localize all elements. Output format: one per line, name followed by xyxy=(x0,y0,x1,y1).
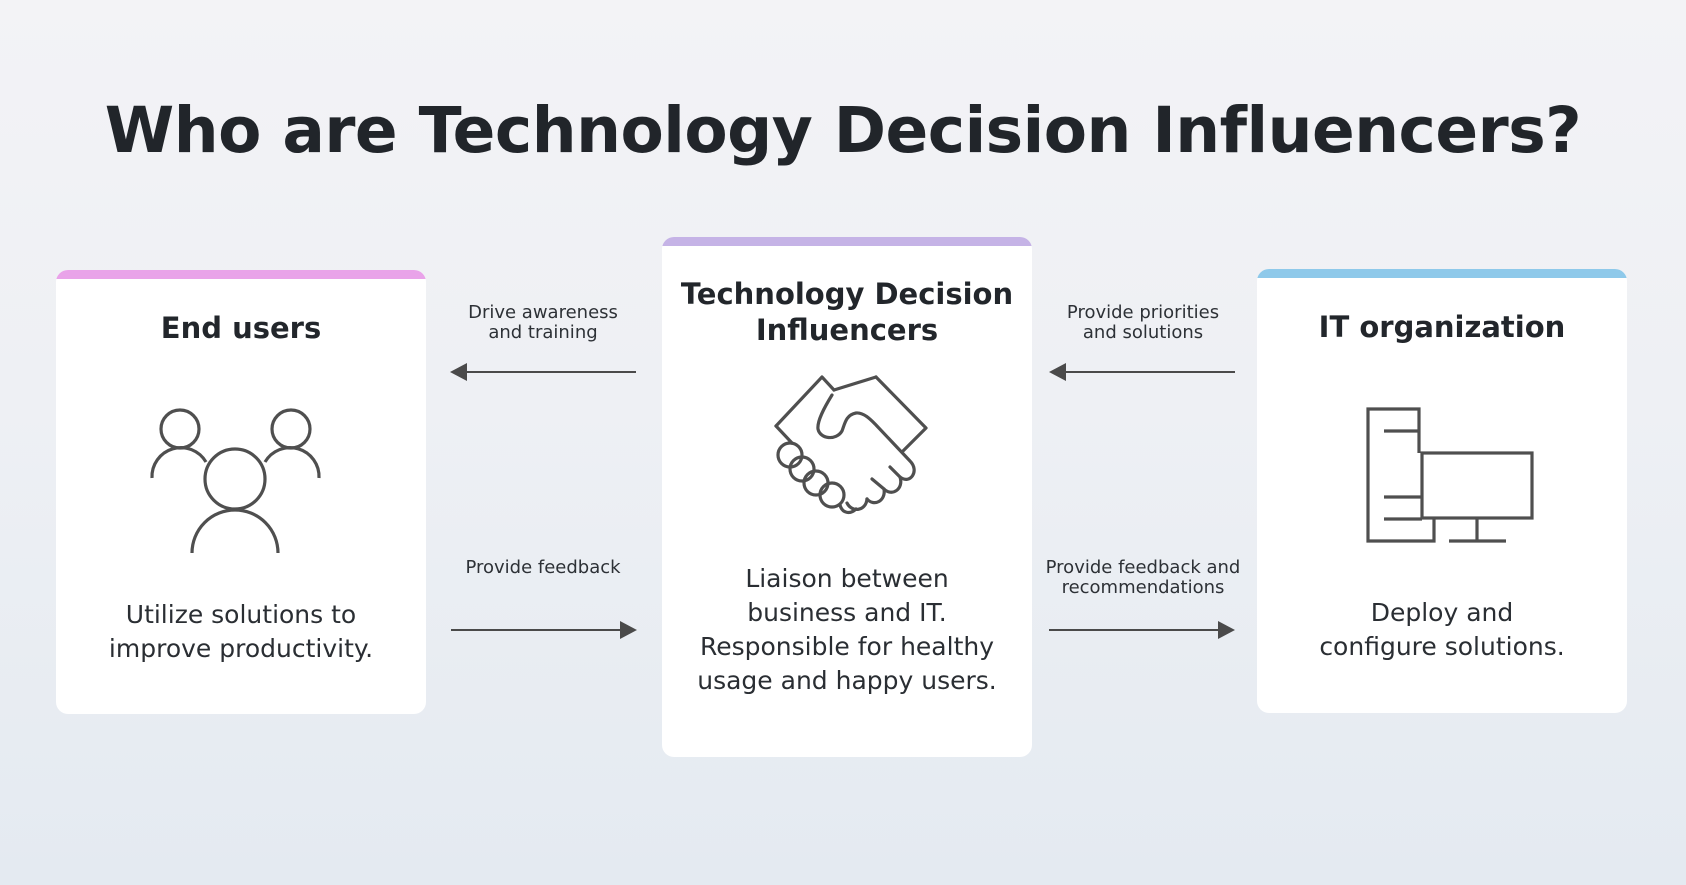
tdi-card: Technology Decision Influencers Liaison … xyxy=(662,237,1032,757)
end-users-title: End users xyxy=(160,311,322,345)
tdi-title: Technology Decision Influencers xyxy=(680,277,1014,347)
arrow-right-icon xyxy=(1049,620,1237,640)
flow-label-provide-feedback-recommendations: Provide feedback and recommendations xyxy=(1045,557,1241,598)
flow-label-provide-priorities: Provide priorities and solutions xyxy=(1066,302,1220,343)
arrow-left-icon xyxy=(1049,362,1237,382)
tdi-accent-bar xyxy=(662,237,1032,246)
flow-label-provide-feedback: Provide feedback xyxy=(465,557,621,578)
tdi-description: Liaison between business and IT. Respons… xyxy=(697,564,997,695)
it-organization-card: IT organization Deploy and configure sol… xyxy=(1257,269,1627,713)
end-users-accent-bar xyxy=(56,270,426,279)
it-organization-accent-bar xyxy=(1257,269,1627,278)
handshake-icon xyxy=(772,373,932,523)
page-title: Who are Technology Decision Influencers? xyxy=(104,94,1582,167)
arrow-right-icon xyxy=(451,620,639,640)
it-organization-description: Deploy and configure solutions. xyxy=(1319,598,1565,661)
it-organization-title: IT organization xyxy=(1318,310,1566,344)
end-users-description: Utilize solutions to improve productivit… xyxy=(108,600,374,663)
end-users-card: End users Utilize solutions to improve p… xyxy=(56,270,426,714)
desktop-computer-icon xyxy=(1365,407,1535,547)
people-group-icon xyxy=(146,400,336,560)
arrow-left-icon xyxy=(450,362,638,382)
flow-label-drive-awareness: Drive awareness and training xyxy=(468,302,618,343)
